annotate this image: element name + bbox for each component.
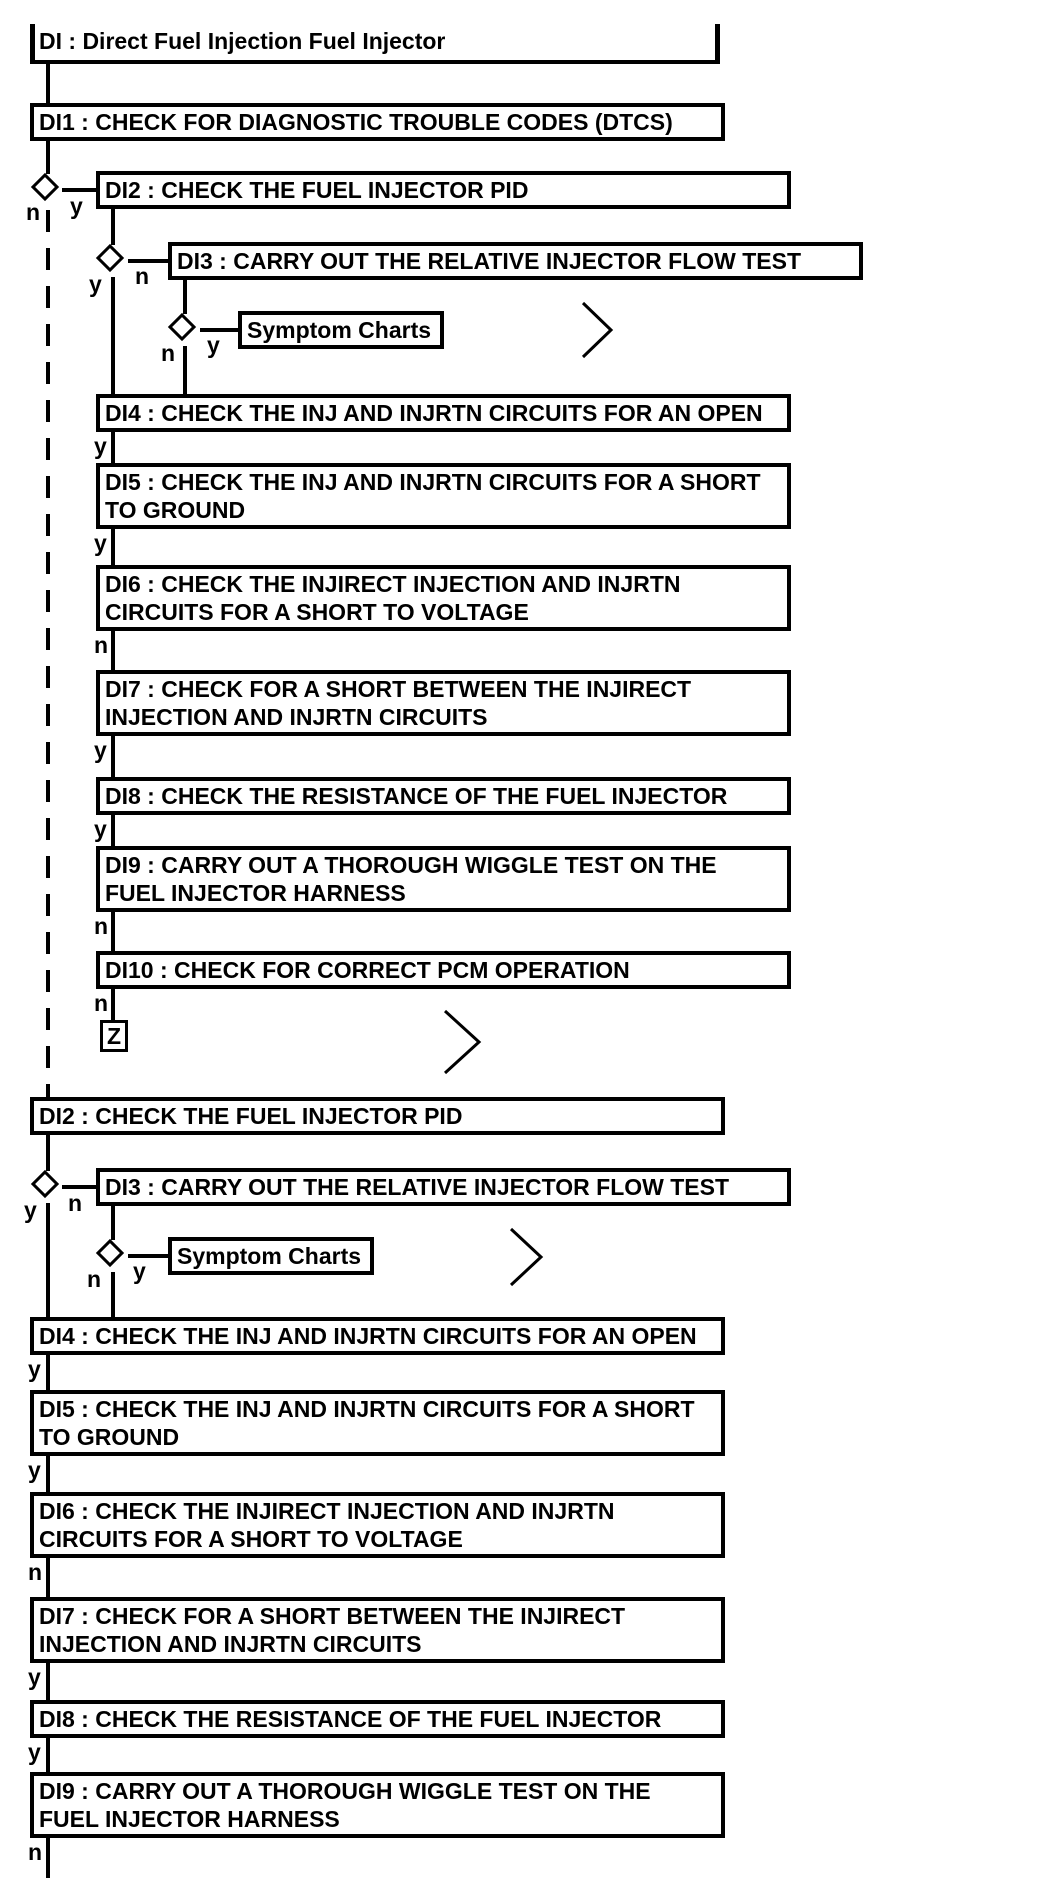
branch-label-yes: y [207, 332, 220, 358]
step-di9-box[interactable]: DI9 : CARRY OUT A THOROUGH WIGGLE TEST O… [96, 846, 791, 912]
branch-label-no: n [94, 632, 109, 658]
step-di8-box[interactable]: DI8 : CHECK THE RESISTANCE OF THE FUEL I… [96, 777, 791, 815]
continuation-arrow-icon [581, 301, 614, 359]
step-di3-box[interactable]: DI3 : CARRY OUT THE RELATIVE INJECTOR FL… [96, 1168, 791, 1206]
decision-diamond [30, 172, 60, 202]
connector-line [46, 1838, 50, 1878]
step-di8-box[interactable]: DI8 : CHECK THE RESISTANCE OF THE FUEL I… [30, 1700, 725, 1738]
connector-line [46, 1456, 50, 1492]
decision-diamond [167, 312, 197, 342]
decision-diamond [95, 243, 125, 273]
connector-line [46, 1663, 50, 1700]
branch-label-yes: y [28, 1457, 41, 1483]
branch-label-yes: y [28, 1664, 41, 1690]
branch-label-yes: y [94, 737, 107, 763]
connector-line [46, 1203, 50, 1317]
step-di4-box[interactable]: DI4 : CHECK THE INJ AND INJRTN CIRCUITS … [96, 394, 791, 432]
connector-line [111, 631, 115, 670]
continuation-arrow-icon [509, 1227, 544, 1287]
decision-diamond [30, 1169, 60, 1199]
branch-label-no: n [94, 913, 109, 939]
branch-label-yes: y [94, 816, 107, 842]
branch-label-yes: y [28, 1739, 41, 1765]
branch-label-yes: y [70, 193, 83, 219]
step-di10-box[interactable]: DI10 : CHECK FOR CORRECT PCM OPERATION [96, 951, 791, 989]
branch-label-no: n [26, 199, 41, 225]
step-di4-box[interactable]: DI4 : CHECK THE INJ AND INJRTN CIRCUITS … [30, 1317, 725, 1355]
branch-label-yes: y [89, 271, 102, 297]
step-di7-box[interactable]: DI7 : CHECK FOR A SHORT BETWEEN THE INJI… [96, 670, 791, 736]
continuation-arrow-icon [443, 1009, 482, 1075]
connector-line [111, 277, 115, 394]
connector-line [183, 346, 187, 394]
flowchart-title: DI : Direct Fuel Injection Fuel Injector [30, 24, 720, 64]
connector-line [46, 1738, 50, 1772]
branch-label-yes: y [28, 1356, 41, 1382]
step-di7-box[interactable]: DI7 : CHECK FOR A SHORT BETWEEN THE INJI… [30, 1597, 725, 1663]
branch-label-no: n [94, 990, 109, 1016]
symptom-charts-box[interactable]: Symptom Charts [168, 1237, 374, 1275]
connector-line [111, 815, 115, 846]
connector-line [62, 1185, 96, 1189]
step-di3-box[interactable]: DI3 : CARRY OUT THE RELATIVE INJECTOR FL… [168, 242, 863, 280]
dashed-connector-line [46, 210, 50, 1097]
connector-line [111, 736, 115, 777]
connector-line [183, 280, 187, 314]
branch-label-no: n [28, 1559, 43, 1585]
step-di9-box[interactable]: DI9 : CARRY OUT A THOROUGH WIGGLE TEST O… [30, 1772, 725, 1838]
connector-line [46, 64, 50, 103]
connector-line [128, 259, 168, 263]
connector-line [62, 188, 96, 192]
step-di6-box[interactable]: DI6 : CHECK THE INJIRECT INJECTION AND I… [96, 565, 791, 631]
branch-label-no: n [87, 1266, 102, 1292]
connector-line [128, 1254, 168, 1258]
decision-diamond [95, 1238, 125, 1268]
branch-label-yes: y [133, 1258, 146, 1284]
branch-label-no: n [68, 1190, 83, 1216]
connector-line [111, 989, 115, 1020]
connector-line [111, 912, 115, 951]
branch-label-no: n [161, 340, 176, 366]
connector-line [111, 209, 115, 245]
z-connector-box[interactable]: Z [100, 1020, 128, 1052]
branch-label-no: n [28, 1839, 43, 1865]
step-di2-box[interactable]: DI2 : CHECK THE FUEL INJECTOR PID [96, 171, 791, 209]
step-di5-box[interactable]: DI5 : CHECK THE INJ AND INJRTN CIRCUITS … [30, 1390, 725, 1456]
step-di5-box[interactable]: DI5 : CHECK THE INJ AND INJRTN CIRCUITS … [96, 463, 791, 529]
branch-label-yes: y [94, 433, 107, 459]
step-di2-box[interactable]: DI2 : CHECK THE FUEL INJECTOR PID [30, 1097, 725, 1135]
step-di6-box[interactable]: DI6 : CHECK THE INJIRECT INJECTION AND I… [30, 1492, 725, 1558]
connector-line [111, 1272, 115, 1317]
connector-line [111, 1206, 115, 1240]
branch-label-no: n [135, 263, 150, 289]
connector-line [46, 1135, 50, 1171]
step-di1-box[interactable]: DI1 : CHECK FOR DIAGNOSTIC TROUBLE CODES… [30, 103, 725, 141]
connector-line [200, 328, 238, 332]
branch-label-yes: y [94, 530, 107, 556]
symptom-charts-box[interactable]: Symptom Charts [238, 311, 444, 349]
connector-line [111, 432, 115, 463]
connector-line [46, 1558, 50, 1597]
connector-line [111, 529, 115, 565]
branch-label-yes: y [24, 1197, 37, 1223]
connector-line [46, 141, 50, 174]
connector-line [46, 1355, 50, 1390]
